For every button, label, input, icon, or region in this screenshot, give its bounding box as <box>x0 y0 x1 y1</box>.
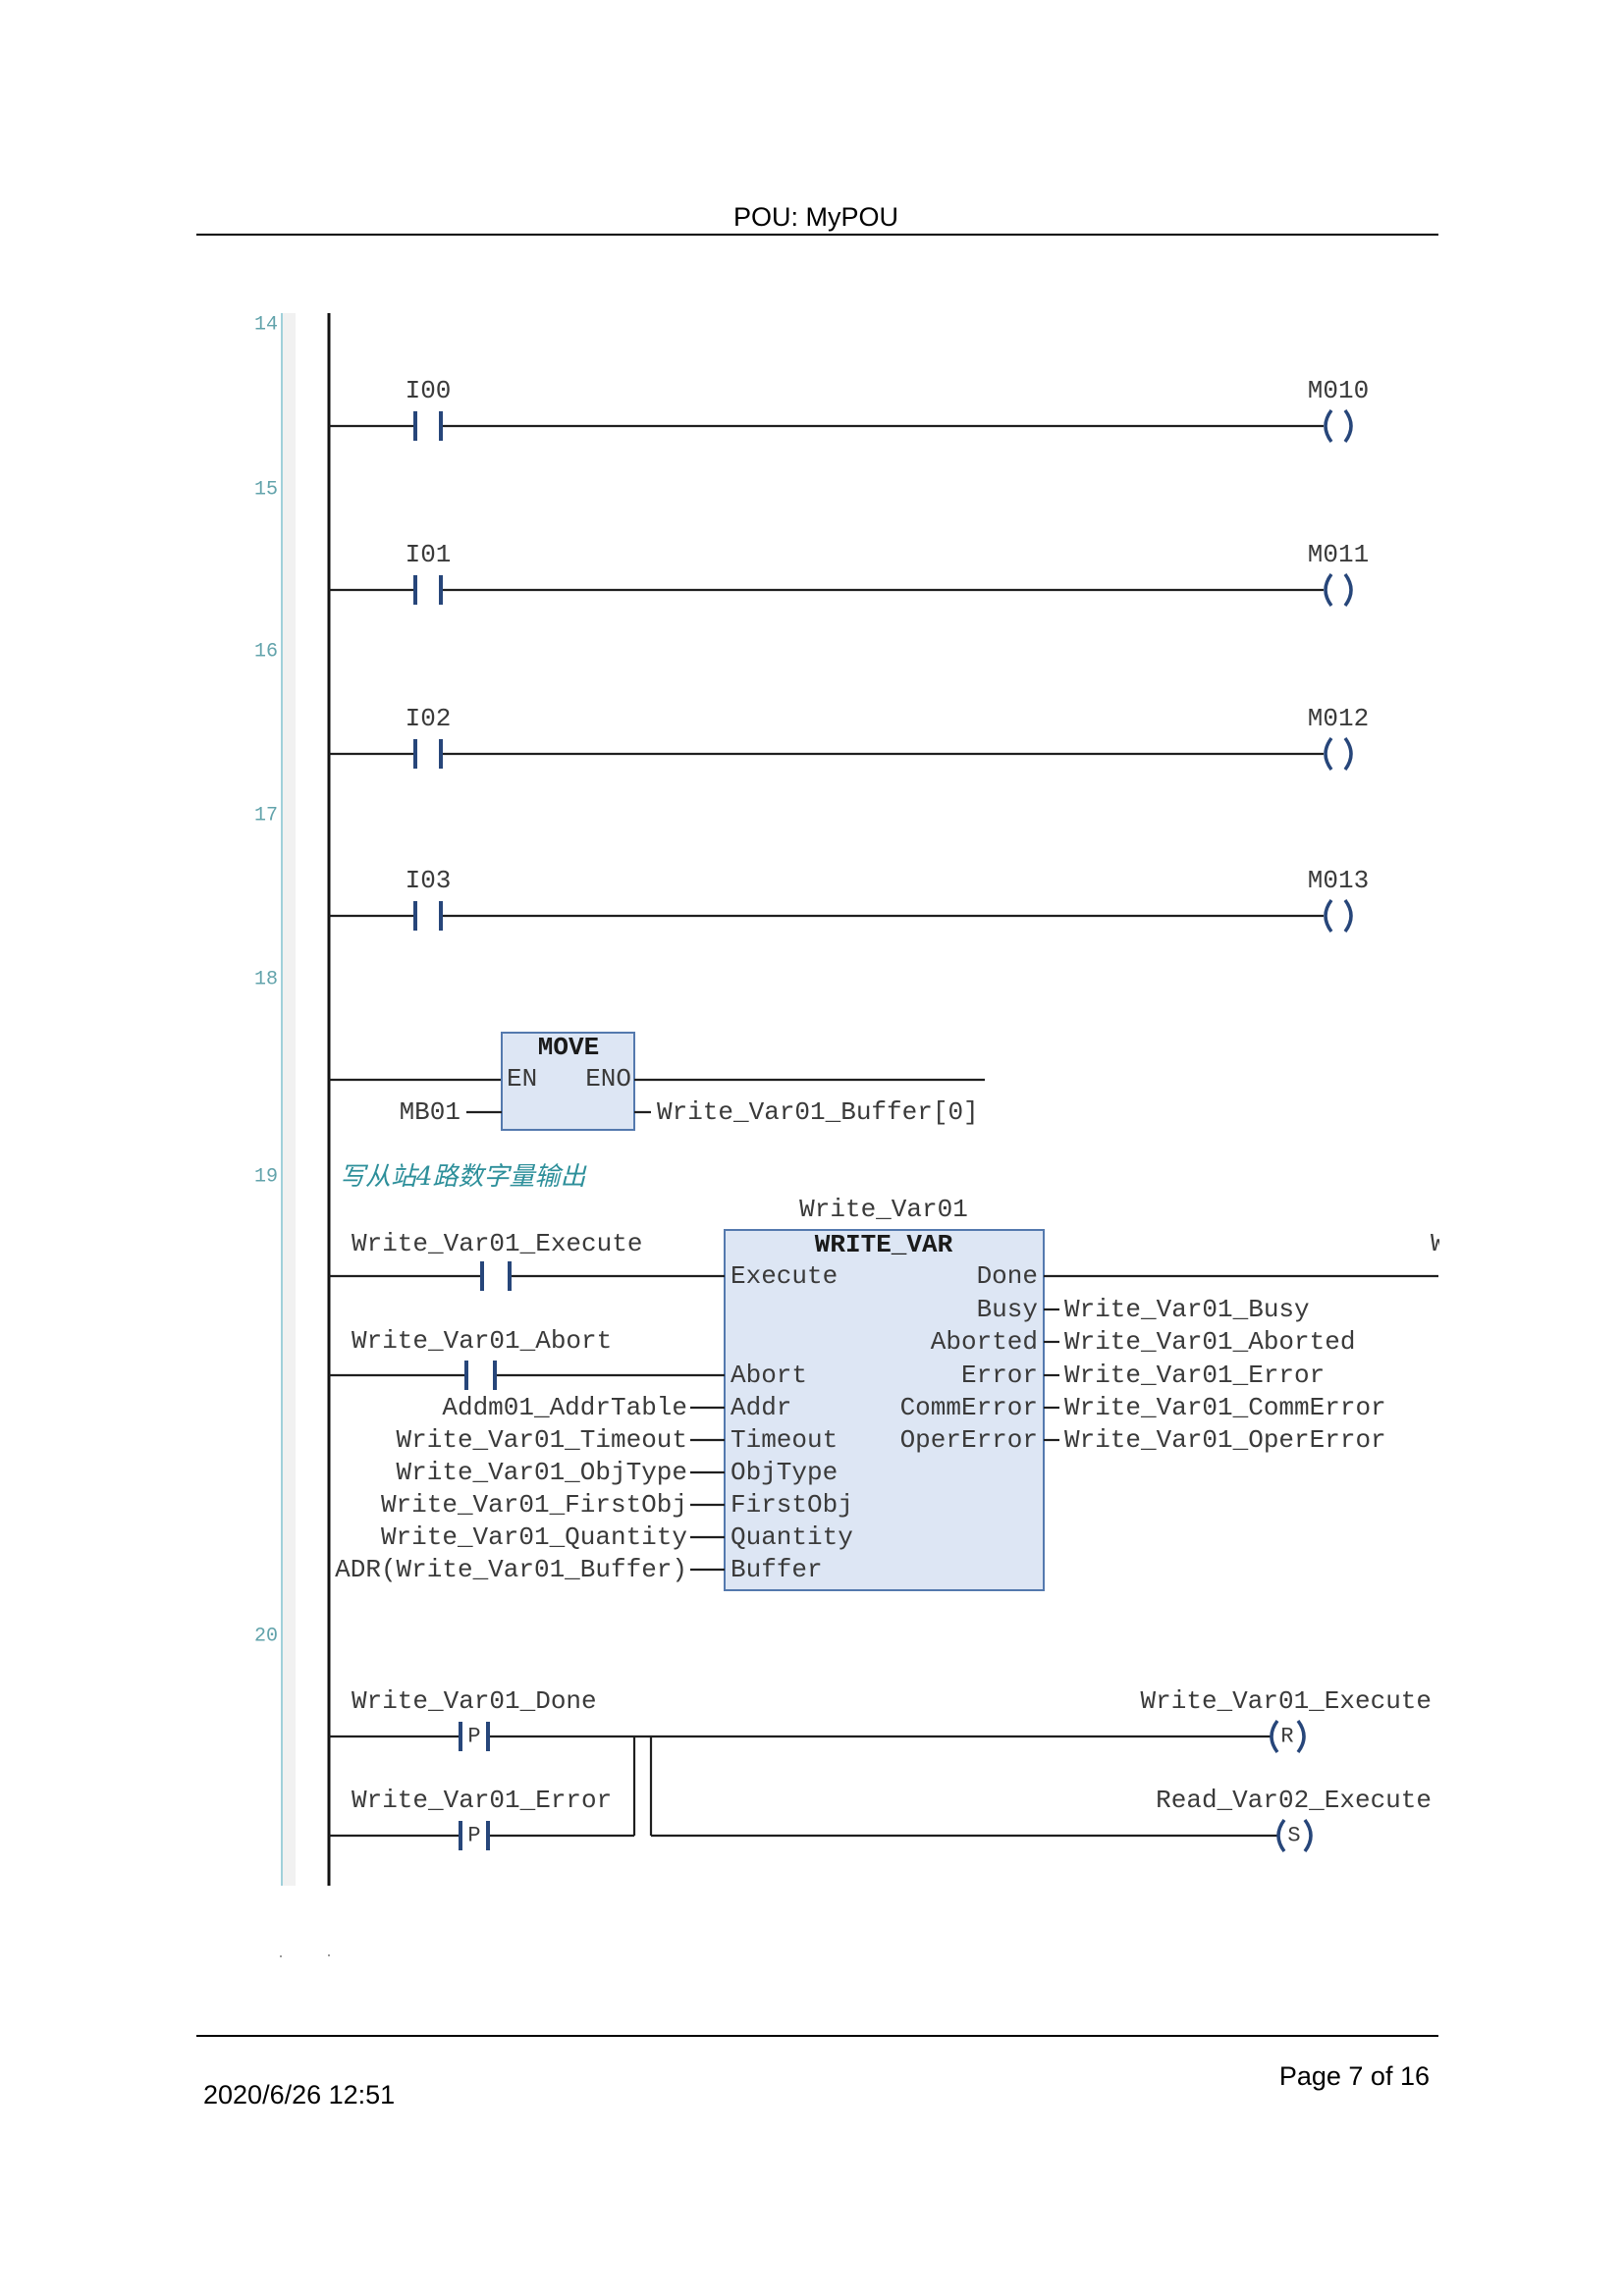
block-input-variable: Write_Var01_Timeout <box>397 1425 687 1455</box>
block-output-pin: Busy <box>977 1295 1038 1324</box>
offpage-label: W <box>1431 1229 1446 1258</box>
coil-label: M010 <box>1308 376 1369 405</box>
scan-speck <box>328 1954 330 1956</box>
contact-label: Write_Var01_Abort <box>352 1326 612 1356</box>
block-input-variable: Write_Var01_Quantity <box>381 1522 687 1552</box>
block-input-pin: Execute <box>731 1261 838 1291</box>
block-type: MOVE <box>538 1033 599 1062</box>
network-number: 16 <box>254 641 278 664</box>
network-number: 18 <box>254 969 278 991</box>
contact-modifier: P <box>467 1725 480 1749</box>
coil-icon <box>1324 898 1353 934</box>
coil-icon <box>1324 736 1353 772</box>
block-input-variable: Write_Var01_FirstObj <box>381 1490 687 1520</box>
block-output-variable: Write_Var01_Busy <box>1064 1295 1310 1324</box>
contact-label: Write_Var01_Error <box>352 1786 612 1815</box>
write-var-block <box>724 1229 1045 1591</box>
block-output-variable: Write_Var01_Error <box>1064 1361 1325 1390</box>
block-output-pin: Error <box>961 1361 1038 1390</box>
block-input-variable: ADR(Write_Var01_Buffer) <box>335 1555 687 1584</box>
normally-open-contact-icon <box>464 1361 497 1390</box>
coil-modifier: R <box>1280 1725 1293 1749</box>
coil-modifier: S <box>1287 1824 1300 1848</box>
rising-edge-contact-icon <box>459 1821 490 1850</box>
network-number: 14 <box>254 314 278 337</box>
coil-icon <box>1324 572 1353 608</box>
coil-icon <box>1324 408 1353 444</box>
network-17: I03 M013 <box>329 866 1369 934</box>
block-output-pin: Aborted <box>931 1327 1038 1357</box>
rising-edge-contact-icon <box>459 1722 490 1751</box>
block-instance-name: Write_Var01 <box>799 1195 968 1224</box>
block-output-pin: CommError <box>900 1393 1038 1422</box>
move-block <box>501 1032 635 1131</box>
set-coil-icon <box>1276 1818 1313 1853</box>
network-18: MOVE EN ENO MB01 Write_Var01_Buffer[0] <box>329 1032 985 1131</box>
pin-eno: ENO <box>585 1064 631 1094</box>
block-input-pin: Buffer <box>731 1555 823 1584</box>
block-input-variable: Addm01_AddrTable <box>442 1393 687 1422</box>
network-number: 15 <box>254 479 278 502</box>
block-type: WRITE_VAR <box>815 1230 953 1259</box>
network-16: I02 M012 <box>329 704 1369 772</box>
normally-open-contact-icon <box>480 1261 512 1291</box>
block-output-variable: Write_Var01_Aborted <box>1064 1327 1355 1357</box>
contact-label: I00 <box>406 376 452 405</box>
contact-modifier: P <box>467 1824 480 1848</box>
pin-en: EN <box>507 1064 537 1094</box>
block-input-pin: Addr <box>731 1393 791 1422</box>
coil-label: M012 <box>1308 704 1369 733</box>
block-input-pin: ObjType <box>731 1458 838 1487</box>
network-number: 19 <box>254 1166 278 1189</box>
network-20: Write_Var01_Done P R Write_Var01_Execute… <box>329 1686 1432 1853</box>
page-number: Page 7 of 16 <box>1279 2061 1430 2091</box>
normally-open-contact-icon <box>413 739 443 769</box>
block-output-pin: OperError <box>900 1425 1038 1455</box>
network-14: I00 M010 <box>329 376 1369 444</box>
scan-speck <box>280 1955 282 1957</box>
normally-open-contact-icon <box>413 575 443 605</box>
block-output-variable: Write_Var01_Buffer[0] <box>657 1097 979 1127</box>
network-number: 20 <box>254 1626 278 1648</box>
network-comment: 写从站4路数字量输出 <box>340 1162 588 1192</box>
normally-open-contact-icon <box>413 901 443 931</box>
block-input-pin: Quantity <box>731 1522 853 1552</box>
block-output-variable: Write_Var01_OperError <box>1064 1425 1386 1455</box>
network-number: 17 <box>254 805 278 828</box>
network-15: I01 M011 <box>329 540 1369 608</box>
contact-label: Write_Var01_Execute <box>352 1229 642 1258</box>
page-title: POU: MyPOU <box>733 202 898 232</box>
block-input-pin: FirstObj <box>731 1490 853 1520</box>
contact-label: I03 <box>406 866 452 895</box>
reset-coil-icon <box>1270 1719 1306 1754</box>
contact-label: I01 <box>406 540 452 569</box>
coil-label: Write_Var01_Execute <box>1141 1686 1432 1716</box>
coil-label: M013 <box>1308 866 1369 895</box>
contact-label: I02 <box>406 704 452 733</box>
block-output-variable: Write_Var01_CommError <box>1064 1393 1386 1422</box>
normally-open-contact-icon <box>413 411 443 441</box>
print-timestamp: 2020/6/26 12:51 <box>203 2080 395 2109</box>
gutter-band <box>282 313 296 1886</box>
coil-label: Read_Var02_Execute <box>1156 1786 1432 1815</box>
block-input-variable: MB01 <box>400 1097 460 1127</box>
block-output-pin: Done <box>977 1261 1038 1291</box>
block-input-pin: Timeout <box>731 1425 838 1455</box>
block-input-pin: Abort <box>731 1361 807 1390</box>
block-input-variable: Write_Var01_ObjType <box>397 1458 687 1487</box>
coil-label: M011 <box>1308 540 1369 569</box>
network-19: 写从站4路数字量输出 Write_Var01 WRITE_VAR Write_V… <box>329 1162 1446 1591</box>
contact-label: Write_Var01_Done <box>352 1686 597 1716</box>
